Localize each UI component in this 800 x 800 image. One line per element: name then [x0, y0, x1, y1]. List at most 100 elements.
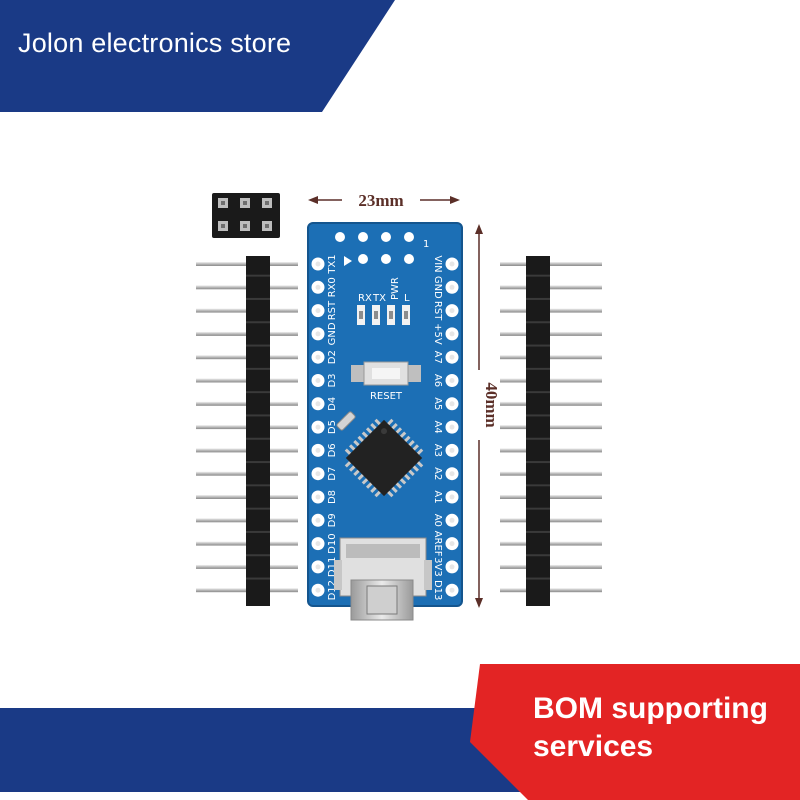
- pin-label: D7: [327, 467, 338, 481]
- pin-label: VIN: [432, 255, 443, 272]
- board-pad-hole: [449, 401, 455, 407]
- pin-label: A3: [432, 444, 443, 457]
- board-pad-hole: [315, 424, 321, 430]
- header-pin: [500, 308, 602, 313]
- pin-label: D2: [327, 350, 338, 364]
- header-divider: [246, 274, 270, 277]
- header-divider: [526, 484, 550, 487]
- pin1-marker: [344, 256, 352, 266]
- header-divider: [526, 554, 550, 557]
- header-pin: [500, 401, 602, 406]
- height-label: 40mm: [482, 382, 501, 427]
- board-pad-hole: [315, 471, 321, 477]
- header-pin: [500, 262, 602, 266]
- bottom-red-panel: [470, 664, 800, 800]
- board-pad-hole: [315, 541, 321, 547]
- board-pad-hole: [449, 541, 455, 547]
- bom-line-2: services: [533, 730, 654, 763]
- bom-line-1: BOM supporting: [533, 692, 768, 725]
- board-pad-hole: [449, 378, 455, 383]
- header-pin: [500, 378, 602, 383]
- led-label-rx: RX: [358, 293, 372, 304]
- header-divider: [246, 344, 270, 347]
- pin-label: D4: [327, 397, 338, 411]
- board-pad-hole: [315, 331, 321, 337]
- header-pin: [500, 588, 602, 593]
- header-pin: [500, 518, 602, 523]
- header-divider: [526, 297, 550, 300]
- board-pad-hole: [449, 424, 455, 430]
- pin-label: RST: [327, 300, 338, 320]
- header-divider: [526, 321, 550, 324]
- product-illustration: 23mm 40mm 1 TX1RX0RSTGNDD2D3D4D5D6D7D8D9…: [196, 191, 602, 621]
- board-pad-hole: [449, 261, 455, 267]
- header-divider: [246, 321, 270, 324]
- pin-label: +5V: [432, 323, 443, 345]
- header-divider: [246, 484, 270, 487]
- header-divider: [246, 437, 270, 440]
- board-pad-hole: [449, 308, 455, 314]
- pin-label: RX0: [327, 277, 338, 297]
- led-label-tx: TX: [372, 293, 386, 304]
- header-pin: [500, 448, 602, 453]
- header-divider: [246, 297, 270, 300]
- header-divider: [246, 554, 270, 557]
- pin-label: A5: [432, 397, 443, 410]
- board-pad-hole: [449, 447, 455, 453]
- header-divider: [246, 507, 270, 510]
- board-pad-hole: [315, 587, 321, 593]
- pin-label: D11: [327, 557, 338, 577]
- header-divider: [526, 414, 550, 417]
- right-pin-header: [500, 256, 602, 606]
- reset-button[interactable]: [351, 361, 421, 386]
- header-divider: [526, 461, 550, 464]
- pin-label: A7: [432, 351, 443, 364]
- pin-label: TX1: [327, 254, 338, 274]
- board-pad-hole: [449, 331, 455, 337]
- header-divider: [246, 461, 270, 464]
- pin-label: AREF: [432, 531, 443, 557]
- top-banner: [0, 0, 395, 112]
- pin-label: A1: [432, 490, 443, 503]
- header-divider: [246, 414, 270, 417]
- icsp-header: [212, 193, 280, 238]
- header-divider: [526, 507, 550, 510]
- reset-label: RESET: [370, 391, 403, 402]
- header-divider: [246, 530, 270, 533]
- board-pad-hole: [315, 564, 321, 570]
- header-pin: [500, 564, 602, 569]
- pin-label: D5: [327, 420, 338, 434]
- top-pad-row: [335, 232, 414, 264]
- crystal: [336, 411, 356, 431]
- board-pad-hole: [315, 401, 321, 407]
- header-divider: [526, 577, 550, 580]
- pin-label: A6: [432, 374, 443, 387]
- bottom-banner: [0, 664, 800, 800]
- board-pad-hole: [315, 494, 321, 500]
- header-divider: [526, 344, 550, 347]
- led-label-l: L: [404, 293, 410, 304]
- board-pad-hole: [315, 354, 321, 360]
- board-pad-hole: [449, 587, 455, 593]
- header-pin: [500, 495, 602, 499]
- header-pin: [500, 285, 602, 290]
- led-labels: RX TX PWR L: [358, 277, 410, 304]
- board-pad-hole: [449, 471, 455, 477]
- pin-label: D6: [327, 443, 338, 457]
- board-pad-hole: [449, 564, 455, 570]
- pin-label: 3V3: [432, 557, 443, 577]
- header-divider: [526, 391, 550, 394]
- pin-label: GND: [327, 322, 338, 345]
- header-pin: [500, 331, 602, 336]
- header-divider: [246, 391, 270, 394]
- pin-label: A4: [432, 420, 443, 433]
- width-dimension: 23mm: [308, 191, 460, 210]
- header-pin: [500, 471, 602, 476]
- usb-connector: [334, 537, 432, 621]
- board-pad-hole: [449, 354, 455, 360]
- board-pad-hole: [315, 447, 321, 453]
- pin-label: A2: [432, 467, 443, 480]
- header-divider: [526, 437, 550, 440]
- header-divider: [526, 530, 550, 533]
- pin-label: D12: [327, 580, 338, 600]
